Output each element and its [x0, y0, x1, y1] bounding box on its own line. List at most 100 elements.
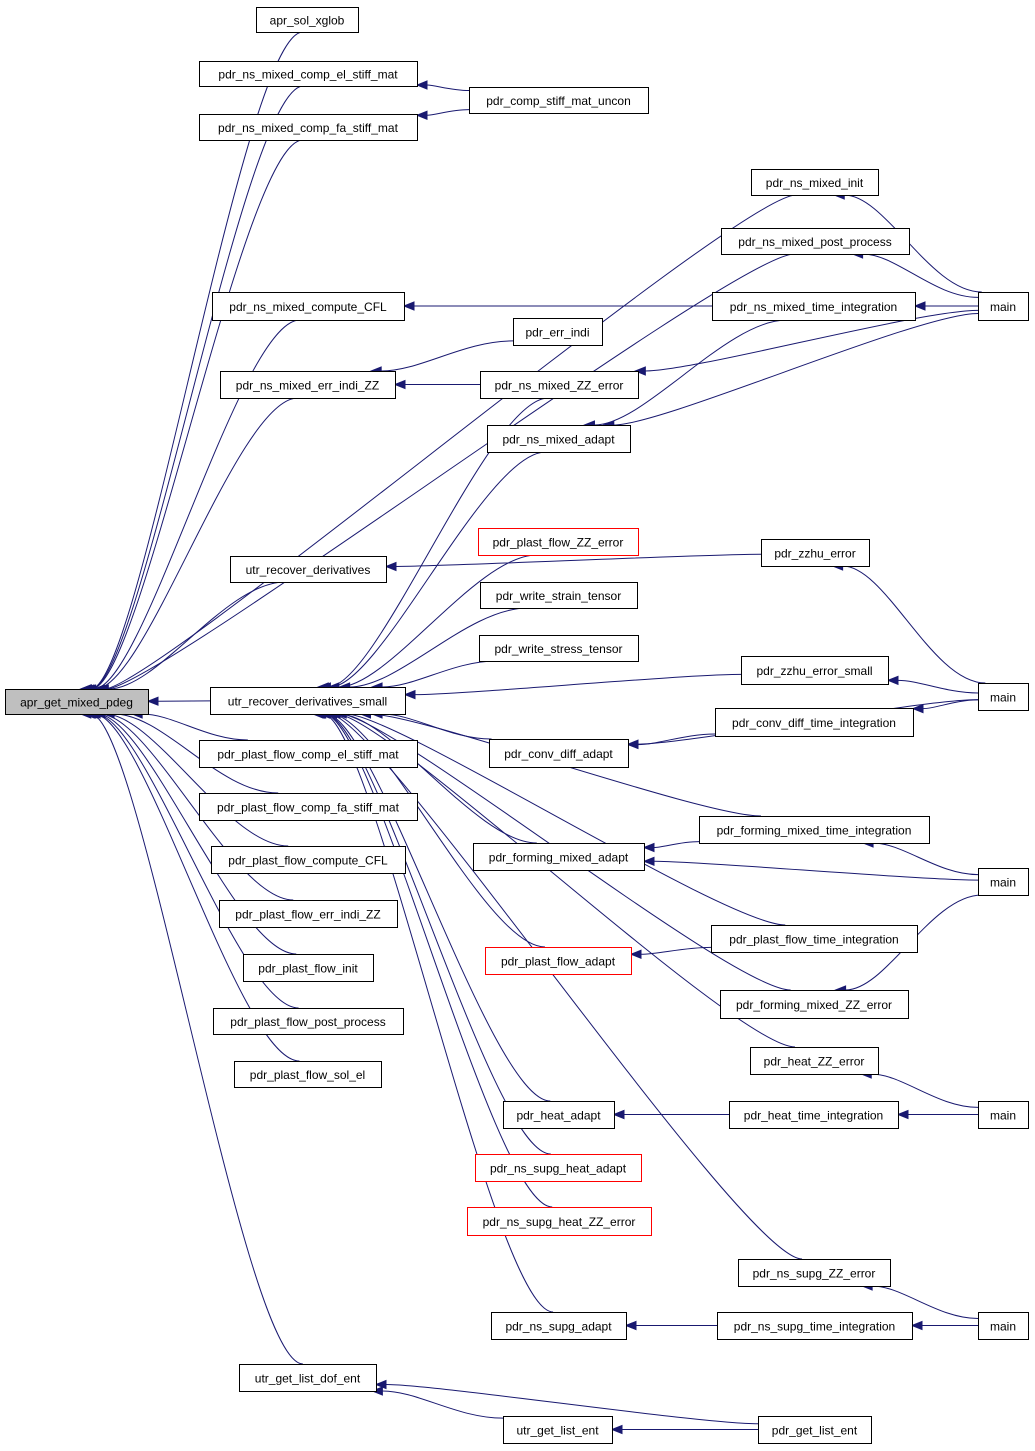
node-supg-zz[interactable]: pdr_ns_supg_ZZ_error	[738, 1259, 891, 1287]
node-plast-time[interactable]: pdr_plast_flow_time_integration	[711, 925, 918, 953]
node-box[interactable]	[503, 1416, 613, 1444]
node-box[interactable]	[491, 1312, 627, 1340]
node-box[interactable]	[485, 947, 632, 975]
node-write-strain[interactable]: pdr_write_strain_tensor	[480, 582, 638, 609]
node-plast-zz-error[interactable]: pdr_plast_flow_ZZ_error	[478, 528, 639, 556]
node-box[interactable]	[699, 816, 930, 844]
node-supg-adapt[interactable]: pdr_ns_supg_adapt	[491, 1312, 627, 1340]
node-ns-time[interactable]: pdr_ns_mixed_time_integration	[712, 292, 916, 321]
node-box[interactable]	[480, 582, 638, 609]
node-box[interactable]	[717, 1312, 913, 1340]
node-box[interactable]	[475, 1154, 642, 1182]
node-box[interactable]	[199, 61, 418, 87]
node-box[interactable]	[480, 371, 639, 399]
node-ns-cfl[interactable]: pdr_ns_mixed_compute_CFL	[212, 292, 405, 321]
node-ns-fa-stiff[interactable]: pdr_ns_mixed_comp_fa_stiff_mat	[199, 114, 418, 141]
node-heat-adapt[interactable]: pdr_heat_adapt	[503, 1101, 615, 1129]
node-utr-list-ent[interactable]: utr_get_list_ent	[503, 1416, 613, 1444]
node-box[interactable]	[978, 683, 1029, 711]
node-box[interactable]	[741, 656, 889, 685]
node-plast-err-indi[interactable]: pdr_plast_flow_err_indi_ZZ	[219, 900, 398, 928]
node-pdr-list-ent[interactable]: pdr_get_list_ent	[758, 1416, 872, 1444]
node-box[interactable]	[220, 371, 396, 399]
node-plast-fa-stiff[interactable]: pdr_plast_flow_comp_fa_stiff_mat	[199, 793, 418, 821]
node-box[interactable]	[256, 7, 359, 33]
node-box[interactable]	[978, 292, 1029, 321]
node-supg-heat-adapt[interactable]: pdr_ns_supg_heat_adapt	[475, 1154, 642, 1182]
node-ns-err-indi-zz[interactable]: pdr_ns_mixed_err_indi_ZZ	[220, 371, 396, 399]
node-ns-zz-error[interactable]: pdr_ns_mixed_ZZ_error	[480, 371, 639, 399]
node-box[interactable]	[487, 425, 631, 453]
node-plast-init[interactable]: pdr_plast_flow_init	[243, 954, 374, 982]
node-ns-adapt[interactable]: pdr_ns_mixed_adapt	[487, 425, 631, 453]
node-write-stress[interactable]: pdr_write_stress_tensor	[479, 635, 639, 662]
node-box[interactable]	[715, 708, 914, 737]
node-box[interactable]	[212, 292, 405, 321]
node-box[interactable]	[711, 925, 918, 953]
node-box[interactable]	[720, 990, 909, 1019]
node-forming-adapt[interactable]: pdr_forming_mixed_adapt	[473, 843, 645, 871]
node-box[interactable]	[199, 114, 418, 141]
node-plast-post[interactable]: pdr_plast_flow_post_process	[213, 1008, 404, 1035]
node-plast-cfl[interactable]: pdr_plast_flow_compute_CFL	[211, 846, 406, 874]
node-ns-post[interactable]: pdr_ns_mixed_post_process	[721, 228, 910, 255]
node-box[interactable]	[489, 739, 629, 768]
node-heat-zz[interactable]: pdr_heat_ZZ_error	[750, 1047, 879, 1075]
node-box[interactable]	[750, 1047, 879, 1075]
node-box[interactable]	[721, 228, 910, 255]
node-apr-get-mixed-pdeg[interactable]: apr_get_mixed_pdeg	[5, 689, 149, 715]
node-box[interactable]	[467, 1207, 652, 1236]
node-box[interactable]	[751, 169, 879, 196]
node-box[interactable]	[712, 292, 916, 321]
node-ns-el-stiff[interactable]: pdr_ns_mixed_comp_el_stiff_mat	[199, 61, 418, 87]
node-plast-el-stiff[interactable]: pdr_plast_flow_comp_el_stiff_mat	[199, 740, 418, 768]
node-ns-init[interactable]: pdr_ns_mixed_init	[751, 169, 879, 196]
node-box[interactable]	[230, 556, 387, 583]
node-conv-time[interactable]: pdr_conv_diff_time_integration	[715, 708, 914, 737]
node-box[interactable]	[199, 793, 418, 821]
node-zzhu-error[interactable]: pdr_zzhu_error	[761, 539, 870, 567]
node-box[interactable]	[978, 868, 1029, 896]
node-box[interactable]	[210, 687, 406, 715]
node-utr-dof-ent[interactable]: utr_get_list_dof_ent	[239, 1364, 377, 1392]
node-zzhu-small[interactable]: pdr_zzhu_error_small	[741, 656, 889, 685]
node-supg-heat-zz[interactable]: pdr_ns_supg_heat_ZZ_error	[467, 1207, 652, 1236]
node-box[interactable]	[243, 954, 374, 982]
node-apr-sol-xglob[interactable]: apr_sol_xglob	[256, 7, 359, 33]
node-comp-stiff-uncon[interactable]: pdr_comp_stiff_mat_uncon	[469, 87, 649, 114]
node-box[interactable]	[469, 87, 649, 114]
node-box[interactable]	[211, 846, 406, 874]
node-err-indi[interactable]: pdr_err_indi	[513, 318, 603, 346]
node-main1[interactable]: main	[978, 292, 1029, 321]
node-utr-small[interactable]: utr_recover_derivatives_small	[210, 687, 406, 715]
node-box[interactable]	[479, 635, 639, 662]
node-box[interactable]	[738, 1259, 891, 1287]
node-plast-sol-el[interactable]: pdr_plast_flow_sol_el	[234, 1061, 382, 1088]
node-box[interactable]	[503, 1101, 615, 1129]
node-box[interactable]	[5, 689, 149, 715]
node-main5[interactable]: main	[978, 1312, 1029, 1340]
node-box[interactable]	[239, 1364, 377, 1392]
node-plast-adapt[interactable]: pdr_plast_flow_adapt	[485, 947, 632, 975]
node-supg-time[interactable]: pdr_ns_supg_time_integration	[717, 1312, 913, 1340]
node-forming-time[interactable]: pdr_forming_mixed_time_integration	[699, 816, 930, 844]
node-box[interactable]	[473, 843, 645, 871]
node-main2[interactable]: main	[978, 683, 1029, 711]
node-box[interactable]	[758, 1416, 872, 1444]
node-box[interactable]	[978, 1101, 1029, 1129]
node-main4[interactable]: main	[978, 1101, 1029, 1129]
node-main3[interactable]: main	[978, 868, 1029, 896]
node-heat-time[interactable]: pdr_heat_time_integration	[729, 1101, 899, 1129]
node-box[interactable]	[219, 900, 398, 928]
node-box[interactable]	[513, 318, 603, 346]
node-box[interactable]	[234, 1061, 382, 1088]
node-conv-adapt[interactable]: pdr_conv_diff_adapt	[489, 739, 629, 768]
node-box[interactable]	[978, 1312, 1029, 1340]
node-box[interactable]	[761, 539, 870, 567]
node-box[interactable]	[213, 1008, 404, 1035]
node-box[interactable]	[478, 528, 639, 556]
node-box[interactable]	[199, 740, 418, 768]
node-utr-recover[interactable]: utr_recover_derivatives	[230, 556, 387, 583]
node-box[interactable]	[729, 1101, 899, 1129]
node-forming-zz[interactable]: pdr_forming_mixed_ZZ_error	[720, 990, 909, 1019]
